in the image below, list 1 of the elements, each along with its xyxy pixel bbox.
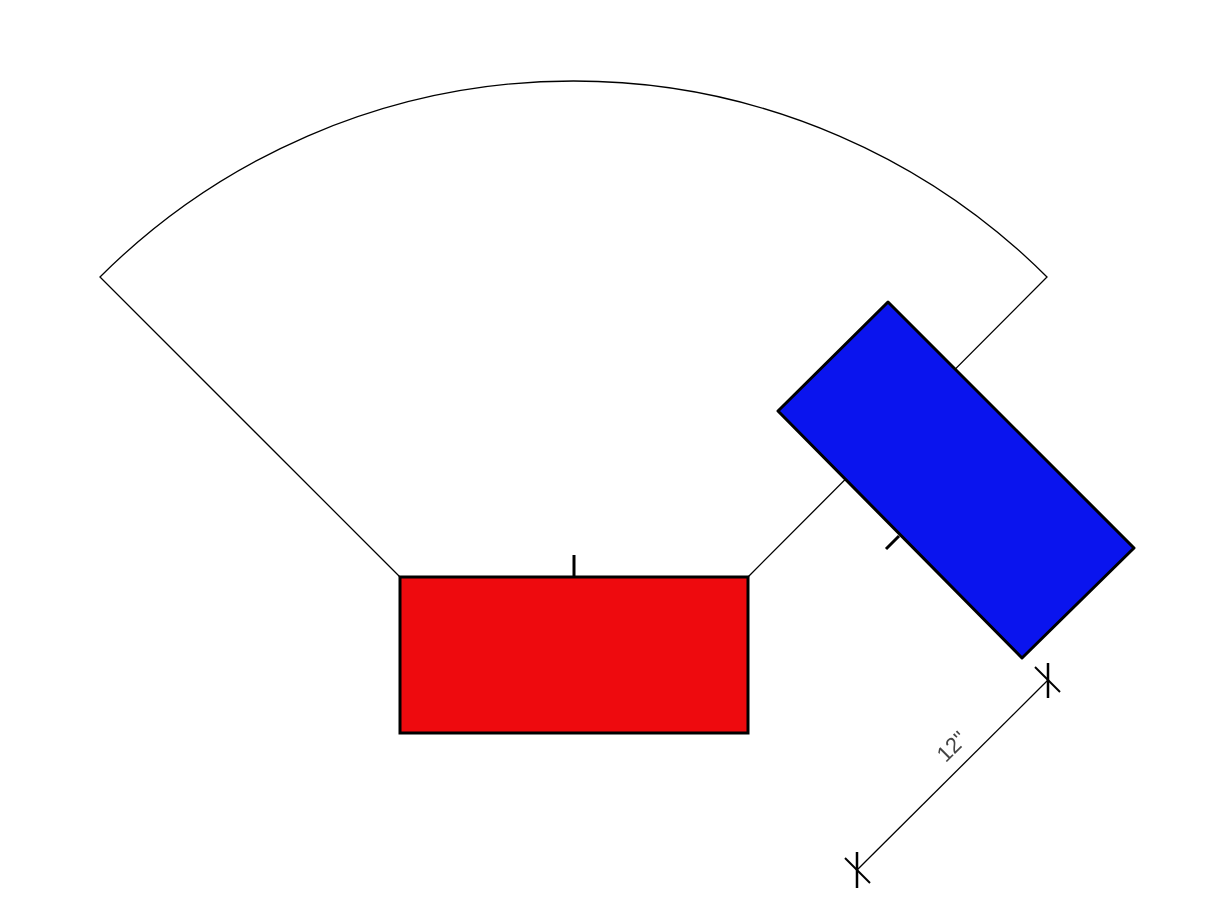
dimension-label: 12": [932, 727, 972, 767]
